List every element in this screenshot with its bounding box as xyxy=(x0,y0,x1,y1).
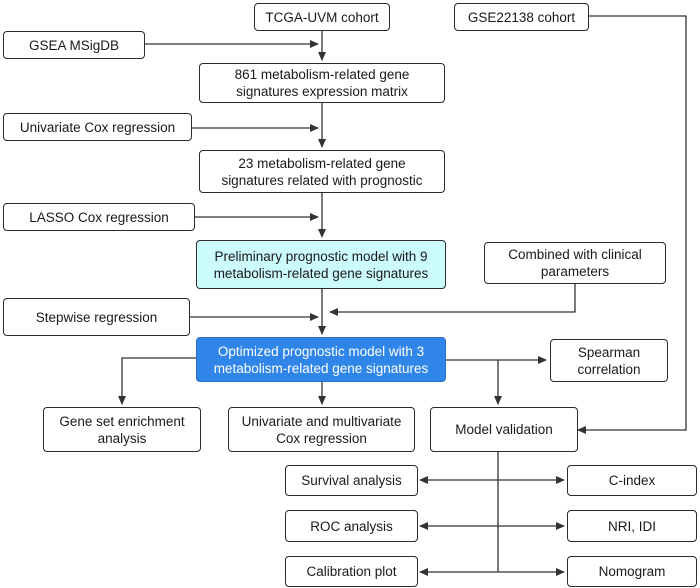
node-gene-set-enrichment: Gene set enrichment analysis xyxy=(43,407,201,452)
node-nri-idi-label: NRI, IDI xyxy=(607,518,656,534)
node-optimized-model: Optimized prognostic model with 3 metabo… xyxy=(196,337,446,382)
node-preliminary-model-label: Preliminary prognostic model with 9 meta… xyxy=(213,248,429,281)
node-clinical-parameters: Combined with clinical parameters xyxy=(484,242,666,284)
node-calibration-plot: Calibration plot xyxy=(285,556,418,587)
node-model-validation: Model validation xyxy=(430,407,578,452)
node-univariate-cox-label: Univariate Cox regression xyxy=(19,119,176,135)
node-nomogram: Nomogram xyxy=(567,556,697,587)
node-c-index-label: C-index xyxy=(608,473,656,488)
node-gse-cohort-label: GSE22138 cohort xyxy=(467,9,576,25)
node-survival-analysis: Survival analysis xyxy=(285,465,418,496)
node-expression-matrix-label: 861 metabolism-related gene signatures e… xyxy=(234,67,410,99)
node-calibration-plot-label: Calibration plot xyxy=(306,564,397,579)
node-spearman-correlation-label: Spearman correlation xyxy=(577,344,641,377)
arrow-gse-to-validation xyxy=(577,15,687,434)
node-stepwise-regression: Stepwise regression xyxy=(3,298,190,336)
node-optimized-model-label: Optimized prognostic model with 3 metabo… xyxy=(213,343,429,376)
node-univariate-cox: Univariate Cox regression xyxy=(3,113,192,141)
node-tcga-cohort: TCGA-UVM cohort xyxy=(254,3,390,31)
node-expression-matrix: 861 metabolism-related gene signatures e… xyxy=(199,63,445,103)
node-c-index: C-index xyxy=(567,465,697,496)
node-gene-set-enrichment-label: Gene set enrichment analysis xyxy=(59,413,185,446)
node-preliminary-model: Preliminary prognostic model with 9 meta… xyxy=(196,240,446,289)
node-lasso-cox-label: LASSO Cox regression xyxy=(29,209,169,225)
node-roc-analysis-label: ROC analysis xyxy=(310,518,393,534)
node-gse-cohort: GSE22138 cohort xyxy=(454,3,589,31)
node-multivariate-cox-label: Univariate and multivariate Cox regressi… xyxy=(241,413,402,446)
arrow-optimized-to-gsea-analysis xyxy=(118,357,196,405)
node-gsea-msigdb-label: GSEA MSigDB xyxy=(28,37,120,53)
node-spearman-correlation: Spearman correlation xyxy=(550,339,668,382)
node-23-signatures-label: 23 metabolism-related gene signatures re… xyxy=(221,155,423,188)
node-lasso-cox: LASSO Cox regression xyxy=(3,203,195,231)
node-survival-analysis-label: Survival analysis xyxy=(301,473,402,488)
node-nri-idi: NRI, IDI xyxy=(567,510,697,542)
node-stepwise-regression-label: Stepwise regression xyxy=(35,309,158,325)
node-model-validation-label: Model validation xyxy=(455,422,553,437)
node-gsea-msigdb: GSEA MSigDB xyxy=(3,31,145,59)
node-roc-analysis: ROC analysis xyxy=(285,510,418,542)
node-tcga-cohort-label: TCGA-UVM cohort xyxy=(265,9,379,25)
arrow-clinical-join xyxy=(329,284,576,316)
node-nomogram-label: Nomogram xyxy=(598,564,666,579)
node-clinical-parameters-label: Combined with clinical parameters xyxy=(508,247,642,279)
node-multivariate-cox: Univariate and multivariate Cox regressi… xyxy=(228,407,415,452)
node-23-signatures: 23 metabolism-related gene signatures re… xyxy=(199,150,445,193)
